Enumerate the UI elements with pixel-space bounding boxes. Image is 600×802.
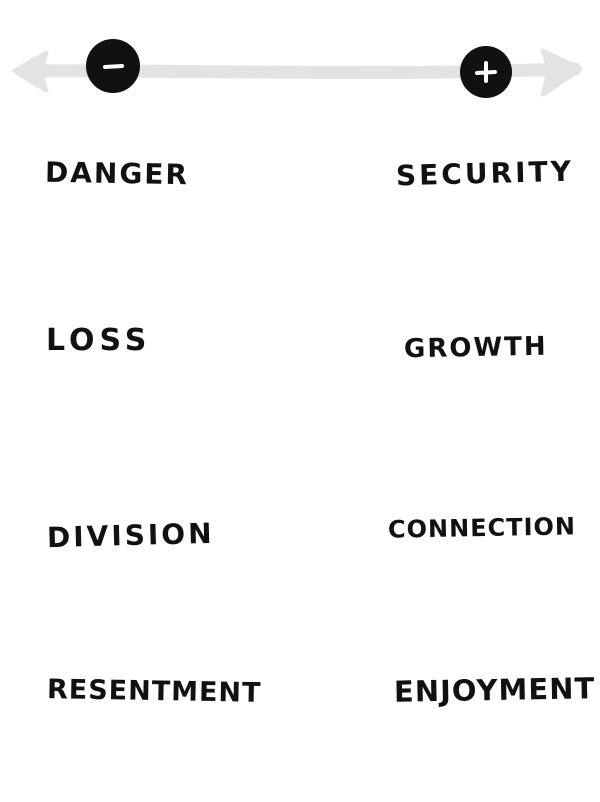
negative-word-loss: LOSS xyxy=(46,323,152,358)
positive-word-growth: GROWTH xyxy=(403,331,548,365)
negative-word-division: DIVISION xyxy=(46,516,215,555)
spectrum-axis xyxy=(12,39,583,98)
negative-word-danger: DANGER xyxy=(44,155,190,192)
positive-word-connection: CONNECTION xyxy=(387,512,577,544)
negative-word-resentment: RESENTMENT xyxy=(46,674,262,709)
left-arrowhead xyxy=(12,50,49,93)
minus-icon xyxy=(86,39,140,93)
plus-icon xyxy=(460,46,512,98)
positive-word-security: SECURITY xyxy=(395,154,575,193)
positive-word-enjoyment: ENJOYMENT xyxy=(393,671,596,709)
right-arrowhead xyxy=(540,48,583,97)
